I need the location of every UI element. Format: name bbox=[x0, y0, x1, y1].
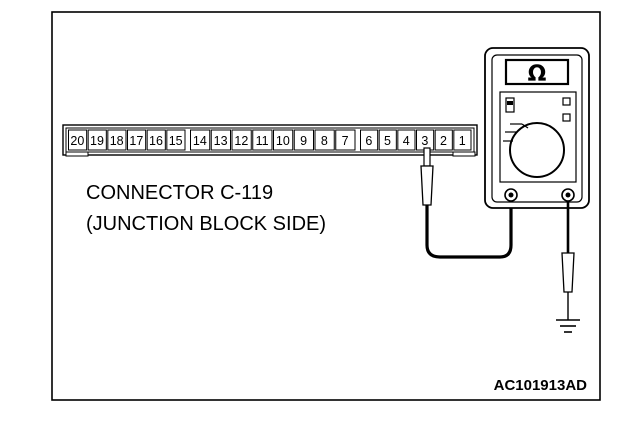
connector-pin-cell bbox=[107, 129, 127, 151]
meter-face-panel bbox=[499, 91, 577, 183]
meter-range-indicator bbox=[505, 97, 515, 113]
connector-pin-number: 4 bbox=[403, 134, 410, 148]
connector-pin-cell bbox=[335, 129, 356, 151]
connector-pin-cell bbox=[166, 129, 186, 151]
ground-symbol-icon bbox=[556, 319, 580, 333]
connector-pin-number: 2 bbox=[440, 134, 447, 148]
meter-selector-dial bbox=[509, 122, 565, 178]
meter-terminal-left-core bbox=[508, 192, 514, 198]
probe-handle bbox=[420, 165, 434, 206]
connector-pin-cell bbox=[87, 129, 107, 151]
connector-pin-number: 1 bbox=[459, 134, 466, 148]
connector-pin-number: 10 bbox=[276, 134, 290, 148]
probe-tip bbox=[423, 147, 431, 167]
connector-pin-cell bbox=[397, 129, 416, 151]
connector-pin-number: 3 bbox=[421, 134, 428, 148]
connector-pin-cell bbox=[252, 129, 273, 151]
connector-pin-number: 9 bbox=[300, 134, 307, 148]
connector-pin-number: 13 bbox=[214, 134, 228, 148]
ground-probe-handle bbox=[561, 252, 575, 293]
diagram-frame bbox=[51, 11, 601, 401]
meter-button-top bbox=[562, 97, 571, 106]
connector-pin-cell bbox=[210, 129, 231, 151]
connector-pin-number: 11 bbox=[256, 134, 269, 148]
connector-pin-cell bbox=[68, 129, 88, 151]
connector-pin-number: 18 bbox=[110, 134, 124, 148]
connector-pin-number: 15 bbox=[169, 134, 183, 148]
connector-caption-line1: CONNECTOR C-119 bbox=[86, 182, 273, 204]
connector-pin-cell bbox=[127, 129, 147, 151]
connector-pin-cell bbox=[146, 129, 166, 151]
meter-range-indicator-fill bbox=[507, 101, 513, 105]
test-probe-black bbox=[556, 201, 580, 333]
connector-pin-number: 8 bbox=[321, 134, 328, 148]
connector-pin-cell bbox=[231, 129, 252, 151]
meter-terminal-right-core bbox=[565, 192, 571, 198]
connector-pin-cell bbox=[314, 129, 335, 151]
test-probe-red bbox=[420, 147, 513, 259]
connector-pin-cell bbox=[378, 129, 397, 151]
ohmmeter: Ω bbox=[484, 47, 590, 209]
connector-latch-left bbox=[65, 151, 89, 157]
connector-pin-number: 12 bbox=[234, 134, 248, 148]
connector-caption-line2: (JUNCTION BLOCK SIDE) bbox=[86, 213, 326, 235]
meter-display bbox=[504, 58, 570, 86]
connector-pin-number: 6 bbox=[365, 134, 372, 148]
connector-pin-cell bbox=[453, 129, 472, 151]
connector-pin-cell bbox=[190, 129, 211, 151]
meter-display-symbol: Ω bbox=[528, 62, 547, 87]
dial-tick bbox=[521, 123, 529, 129]
connector-pin-number: 17 bbox=[129, 134, 143, 148]
connector-pin-cell bbox=[293, 129, 314, 151]
connector-pin-number: 20 bbox=[70, 134, 84, 148]
connector-latch-right bbox=[452, 151, 476, 157]
figure-reference-code: AC101913AD bbox=[494, 377, 588, 394]
connector-pin-number: 19 bbox=[90, 134, 104, 148]
connector-inner-outline bbox=[65, 127, 475, 153]
connector-pin-number: 7 bbox=[342, 134, 349, 148]
meter-button-bottom bbox=[562, 113, 571, 122]
connector-pin-number: 16 bbox=[149, 134, 163, 148]
connector-pin-number: 5 bbox=[384, 134, 391, 148]
connector-pin-cell bbox=[360, 129, 379, 151]
connector-pin-number: 14 bbox=[193, 134, 207, 148]
meter-bezel bbox=[491, 54, 583, 203]
connector-pin-cell bbox=[273, 129, 294, 151]
connector-pin-cell bbox=[434, 129, 453, 151]
probe-lead-wire bbox=[425, 196, 513, 259]
